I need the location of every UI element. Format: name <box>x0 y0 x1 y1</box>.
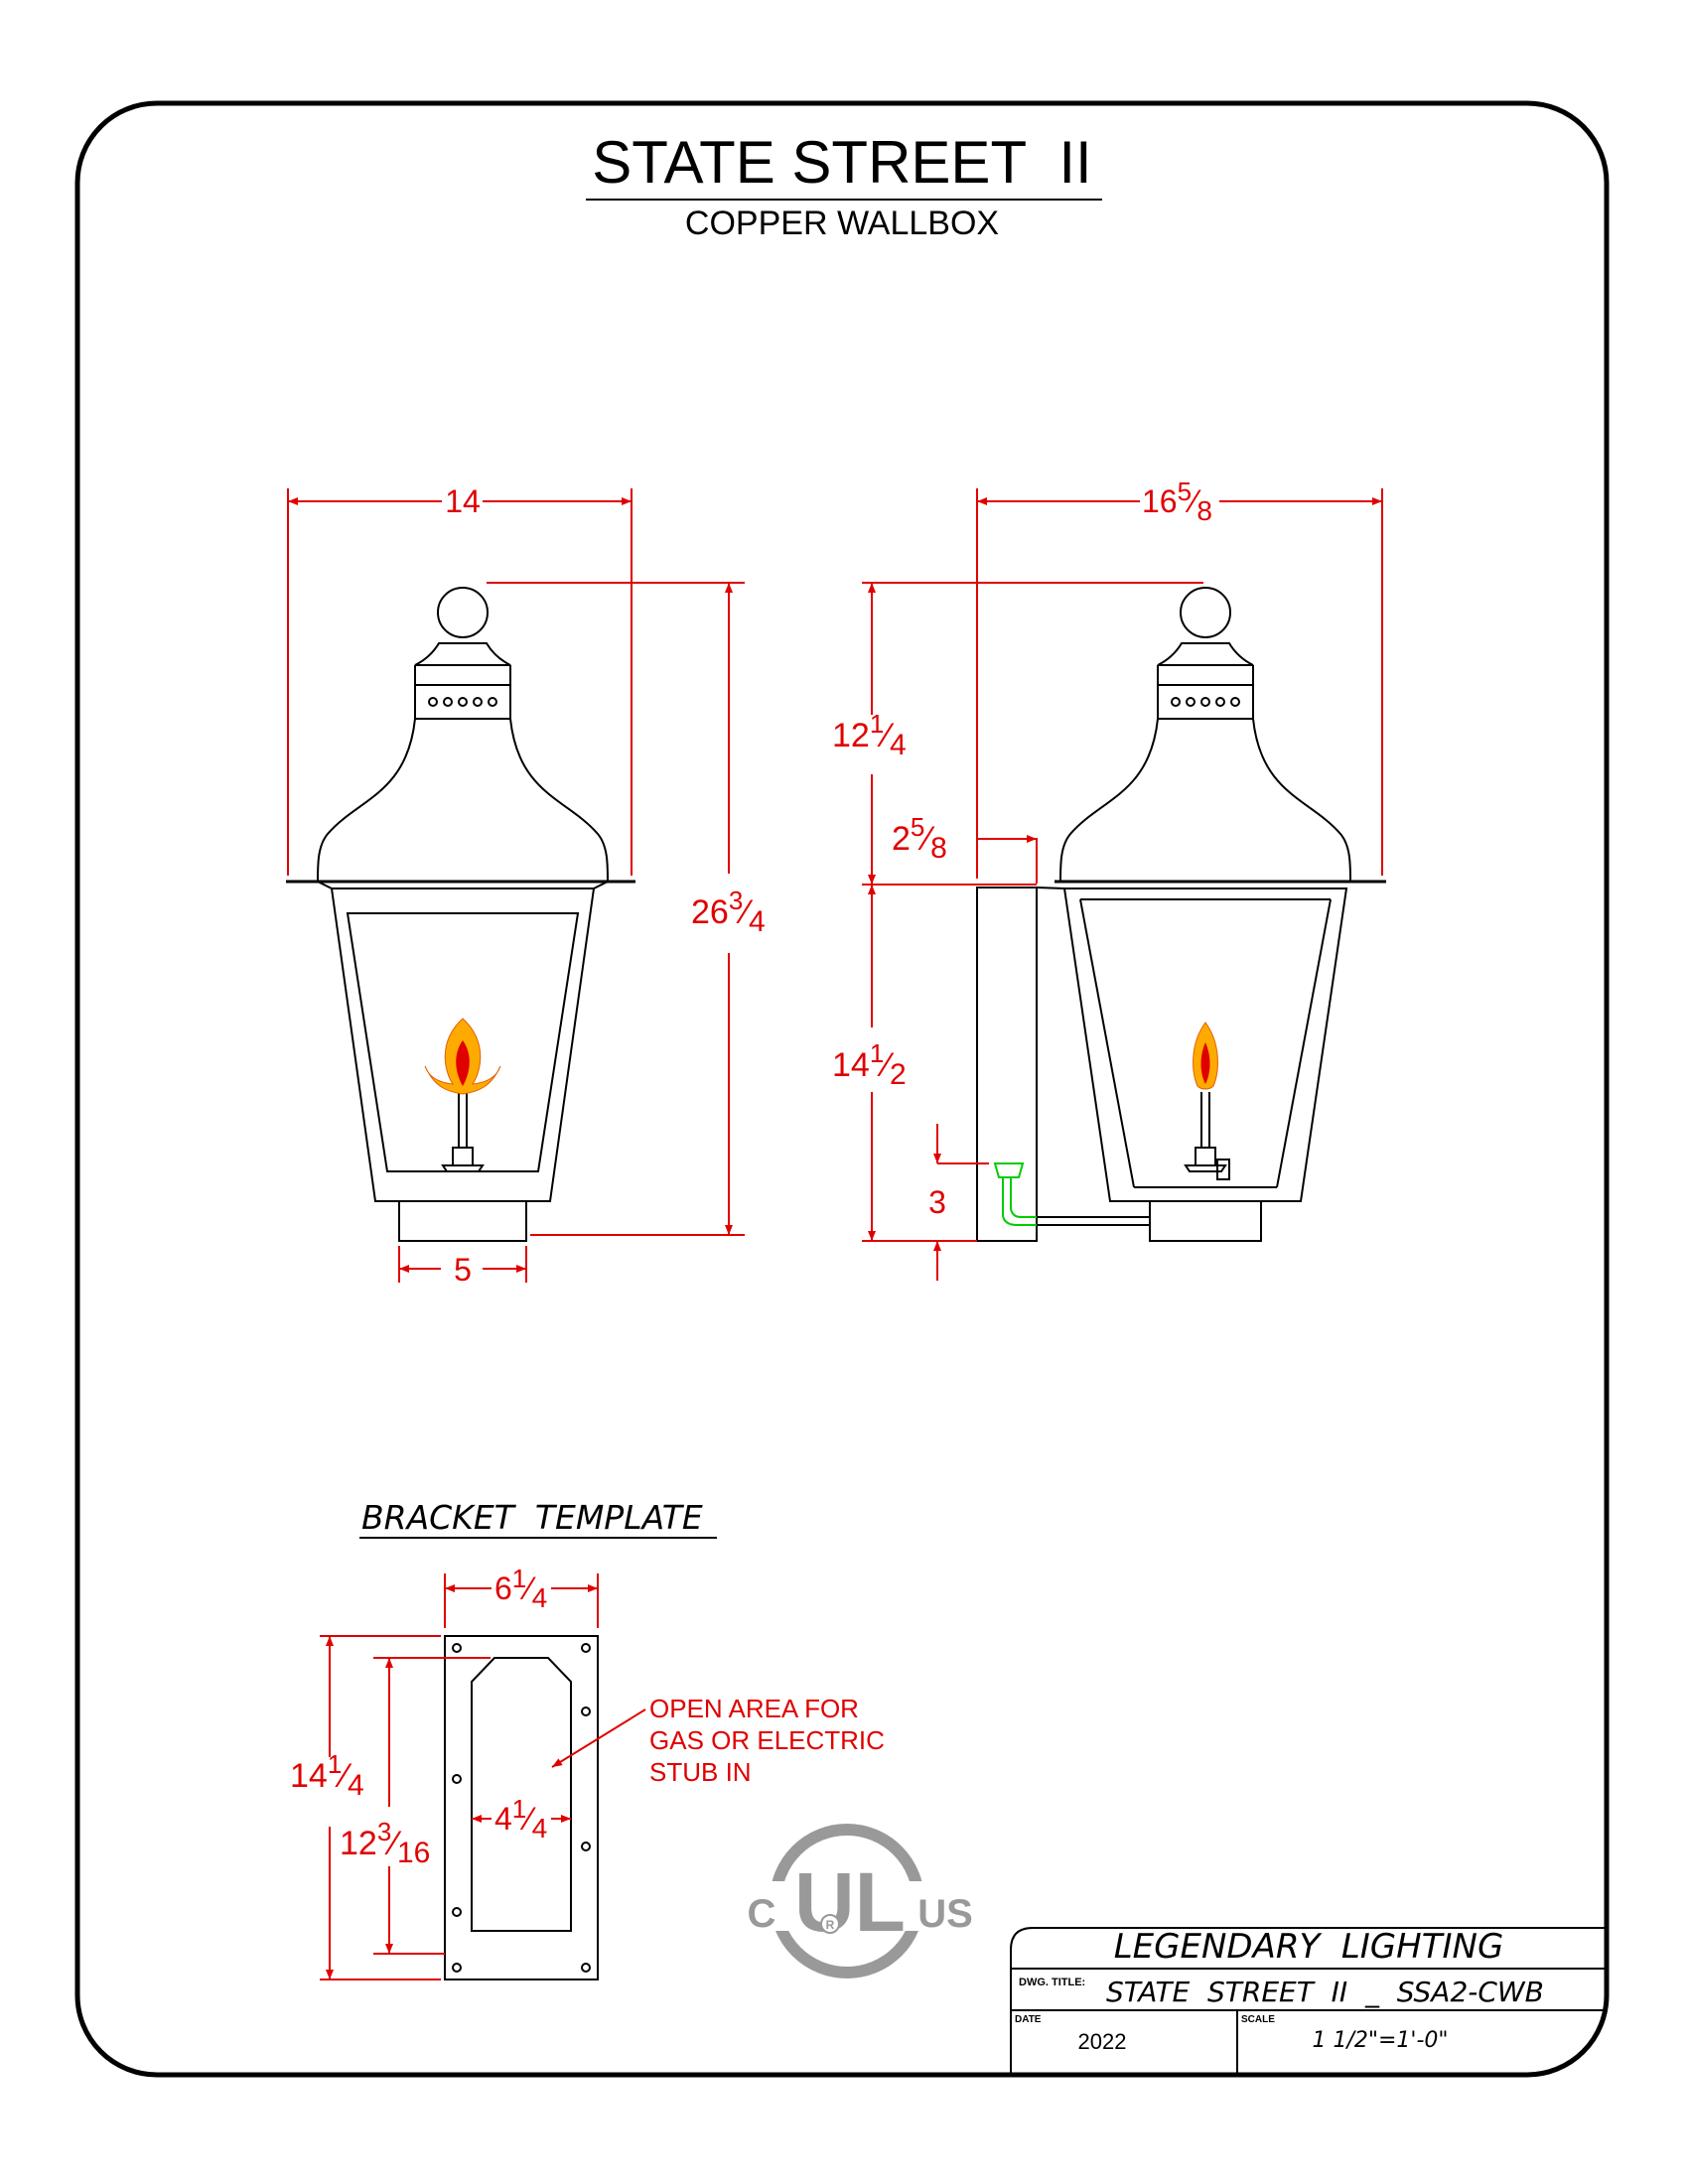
side-stub-label: 3 <box>928 1184 946 1220</box>
bracket-note-line2: GAS OR ELECTRIC <box>649 1725 885 1755</box>
title-block <box>1010 1927 1607 2075</box>
side-dim-labels: 165⁄8 121⁄4 25⁄8 141⁄2 3 <box>832 477 1212 1220</box>
side-offset-label: 25⁄8 <box>892 812 947 865</box>
side-flame <box>1193 1022 1218 1090</box>
side-top-height-label: 121⁄4 <box>832 709 907 761</box>
side-view <box>976 587 1386 1242</box>
side-width-label: 165⁄8 <box>1142 477 1212 526</box>
bracket-note-line1: OPEN AREA FOR <box>649 1694 859 1723</box>
bracket-dim-labels: 61⁄4 141⁄4 123⁄16 41⁄4 OPEN AREA FOR GAS… <box>290 1564 885 1869</box>
front-flame <box>424 1018 501 1095</box>
company-name: LEGENDARY LIGHTING <box>1114 1927 1504 1967</box>
front-base-label: 5 <box>454 1252 472 1288</box>
front-width-label: 14 <box>445 483 481 519</box>
scale-label: SCALE <box>1241 2014 1275 2025</box>
side-lower-height-label: 141⁄2 <box>832 1038 907 1091</box>
drawing-subtitle: COPPER WALLBOX <box>685 205 999 242</box>
front-view <box>286 587 635 1242</box>
drawing-title: STATE STREET II <box>592 129 1091 196</box>
bracket-template <box>444 1635 599 1980</box>
dwg-title-value: STATE STREET II _ SSA2-CWB <box>1106 1976 1544 2008</box>
sheet-border <box>74 100 1610 2078</box>
bracket-inner-height-label: 123⁄16 <box>340 1817 430 1869</box>
ul-registered-mark: R <box>826 1918 835 1932</box>
bracket-heading: BRACKET TEMPLATE <box>361 1498 703 1537</box>
front-dim-labels: 14 263⁄4 5 <box>445 483 765 1288</box>
ul-us-letters: US <box>917 1892 973 1936</box>
dwg-title-label: DWG. TITLE: <box>1019 1977 1085 1988</box>
front-height-label: 263⁄4 <box>691 886 766 938</box>
bracket-height-label: 141⁄4 <box>290 1749 364 1802</box>
bracket-note-line3: STUB IN <box>649 1757 752 1787</box>
side-dimensions <box>862 488 1383 1281</box>
date-label: DATE <box>1015 2014 1042 2025</box>
ul-c-letter: C <box>748 1892 776 1936</box>
ul-certification-logo: C UL R US <box>735 1824 973 1979</box>
date-value: 2022 <box>1078 2029 1127 2054</box>
gas-stub-conduit <box>993 1162 1037 1226</box>
bracket-dimensions <box>320 1573 646 1980</box>
bracket-inner-width-label: 41⁄4 <box>494 1794 547 1843</box>
scale-value: 1 1/2"=1'-0" <box>1312 2028 1448 2053</box>
ul-letters: UL <box>794 1855 906 1949</box>
front-dimensions <box>287 488 745 1283</box>
bracket-width-label: 61⁄4 <box>494 1564 547 1613</box>
